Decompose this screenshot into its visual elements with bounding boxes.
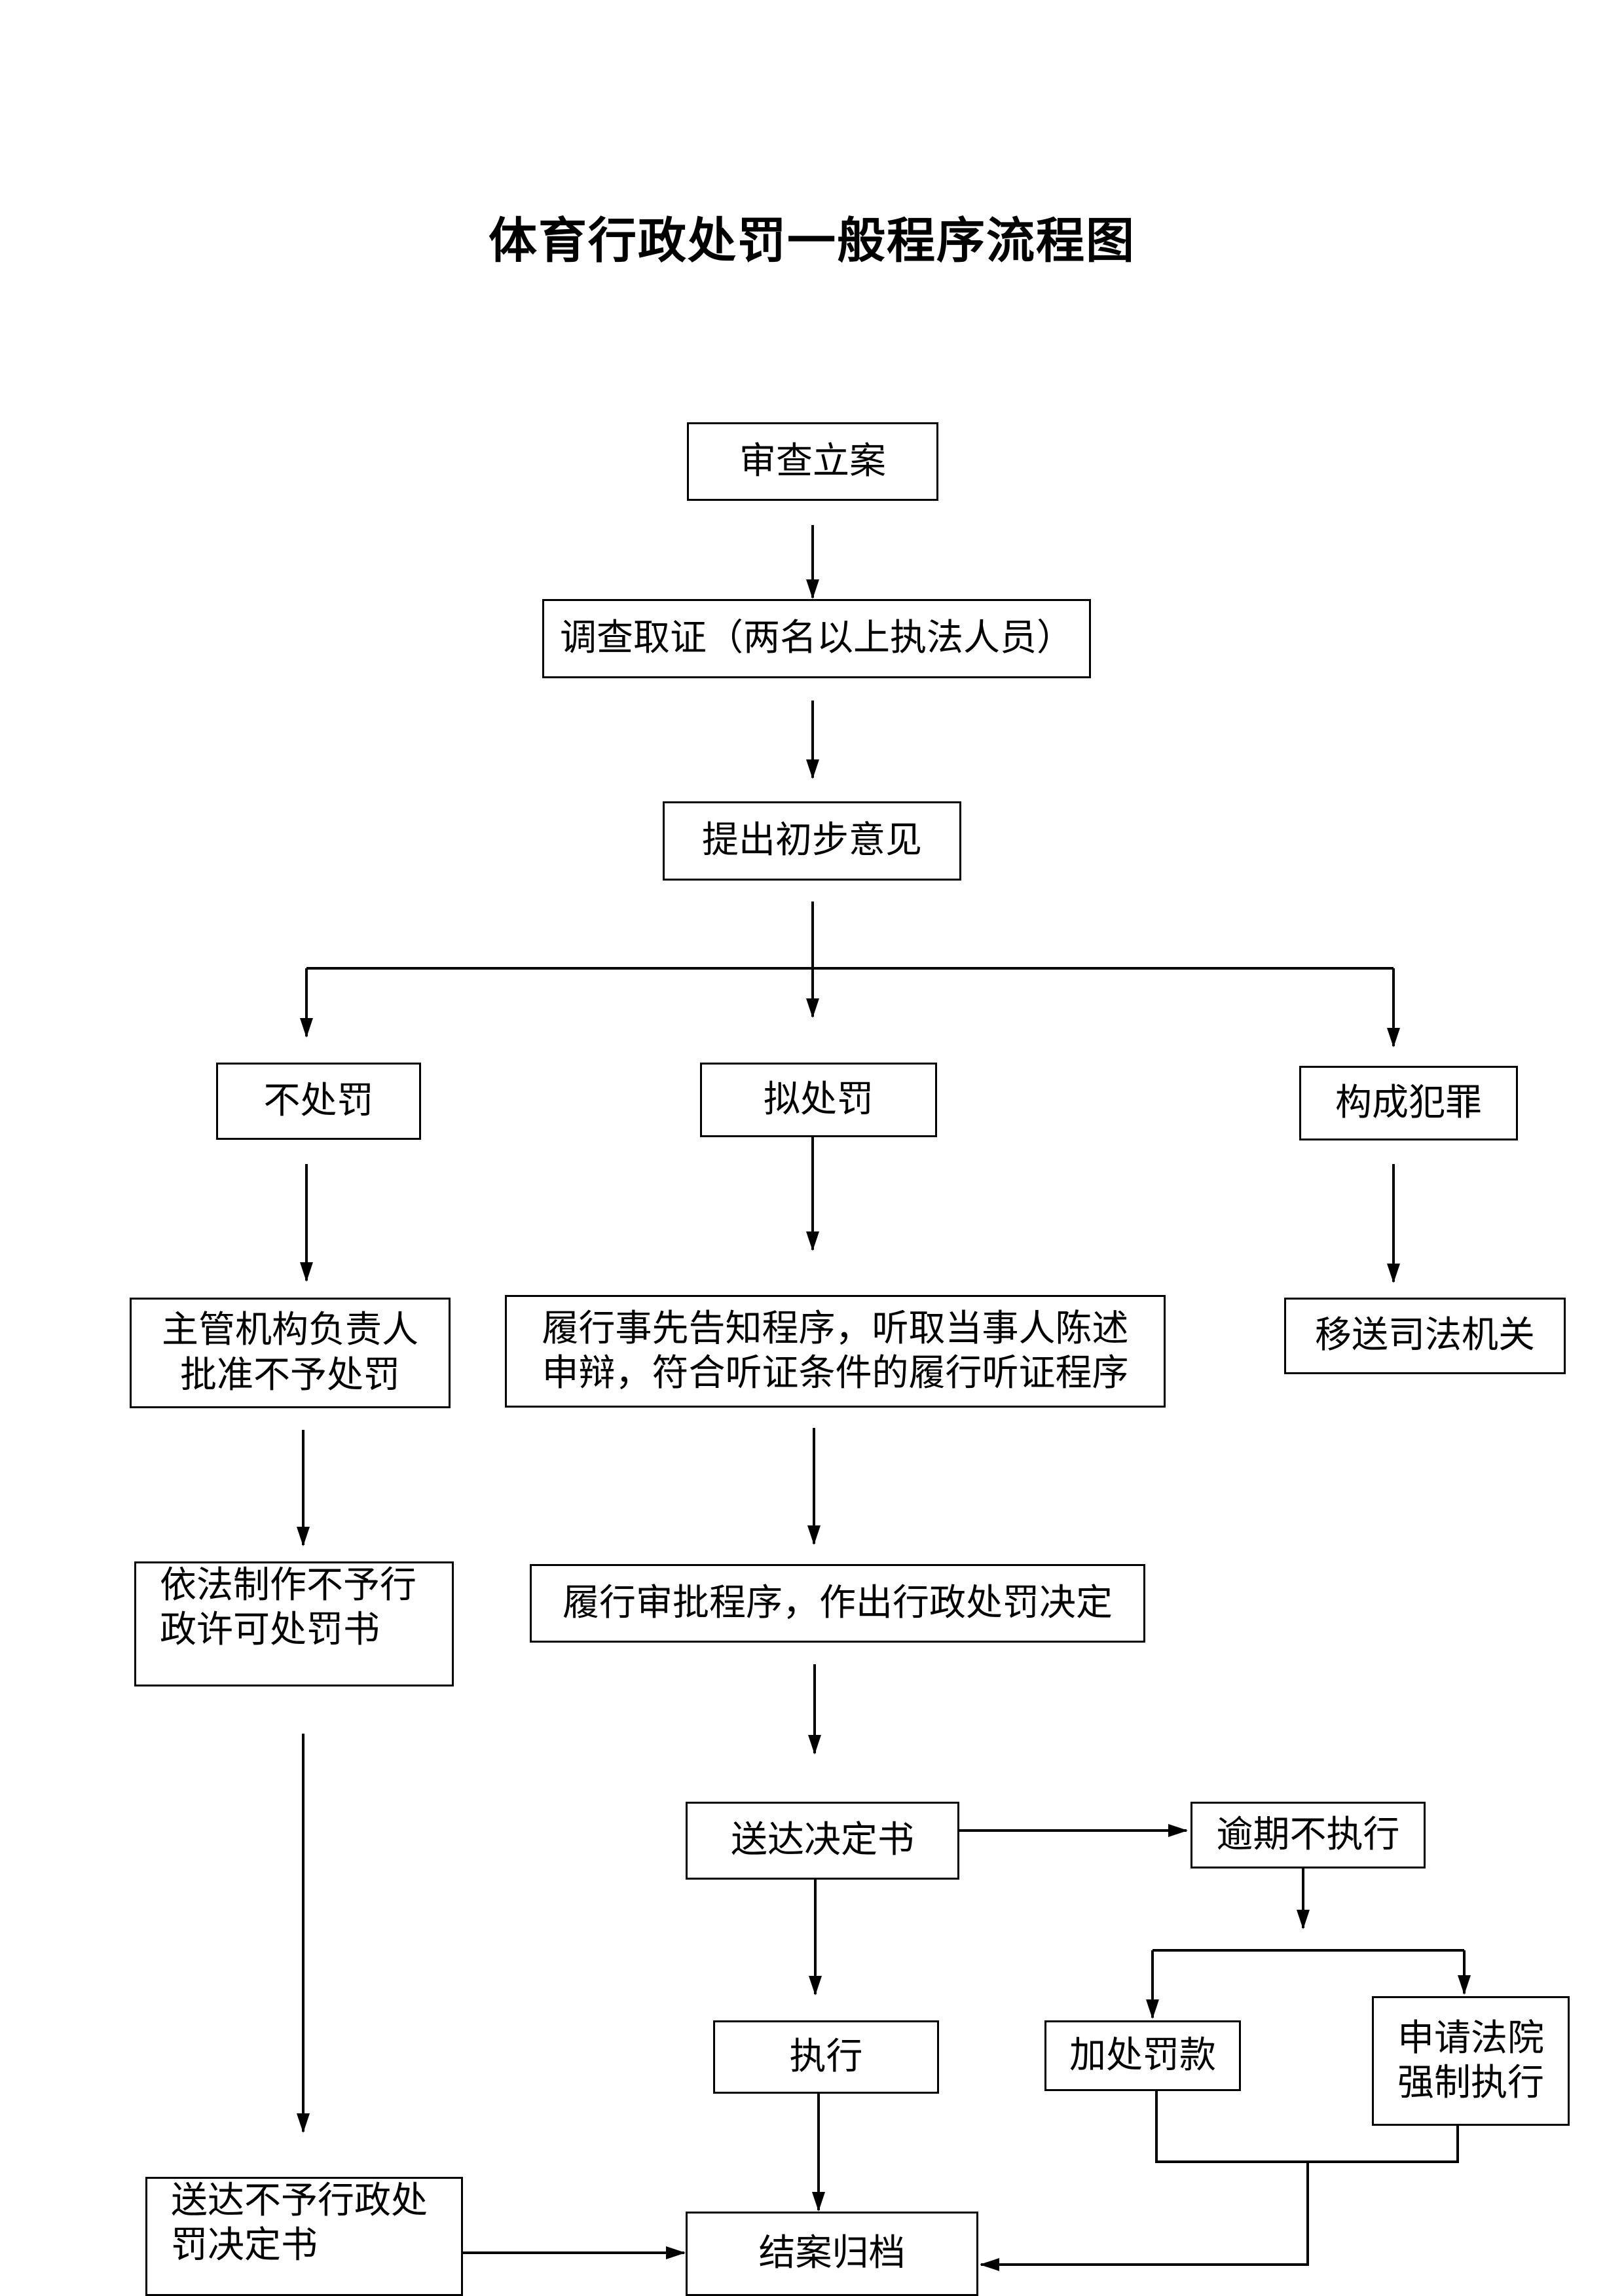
node-approval-procedure: 履行审批程序，作出行政处罚决定 bbox=[530, 1564, 1145, 1643]
node-preliminary-opinion: 提出初步意见 bbox=[663, 801, 961, 881]
node-approve-no-penalty-line-1: 主管机构负责人 bbox=[162, 1309, 418, 1352]
arrow-merge-to-archive bbox=[980, 2162, 1309, 2271]
node-execute: 执行 bbox=[713, 2020, 939, 2094]
node-constitutes-crime-label: 构成犯罪 bbox=[1335, 1081, 1482, 1124]
node-make-document-line-1: 依法制作不予行 bbox=[160, 1564, 416, 1607]
node-approve-no-penalty: 主管机构负责人 批准不予处罚 bbox=[130, 1298, 451, 1408]
node-deliver-no-penalty-line-1: 送达不予行政处 bbox=[171, 2179, 428, 2222]
node-deliver-decision-label: 送达决定书 bbox=[731, 1819, 914, 1862]
node-propose-penalty-label: 拟处罚 bbox=[764, 1078, 874, 1121]
node-notify-procedure-line-1: 履行事先告知程序，听取当事人陈述 bbox=[542, 1307, 1129, 1350]
node-no-penalty-label: 不处罚 bbox=[263, 1079, 374, 1122]
node-constitutes-crime: 构成犯罪 bbox=[1299, 1066, 1518, 1140]
node-court-enforcement: 申请法院 强制执行 bbox=[1372, 1996, 1570, 2126]
node-notify-procedure: 履行事先告知程序，听取当事人陈述 申辩，符合听证条件的履行听证程序 bbox=[505, 1295, 1166, 1408]
node-deliver-no-penalty-line-2: 罚决定书 bbox=[171, 2224, 318, 2267]
node-overdue: 逾期不执行 bbox=[1190, 1802, 1426, 1868]
node-add-fine-label: 加处罚款 bbox=[1069, 2033, 1216, 2077]
node-approve-no-penalty-line-2: 批准不予处罚 bbox=[180, 1353, 400, 1396]
node-review-case: 审查立案 bbox=[687, 422, 938, 501]
node-transfer-judicial-label: 移送司法机关 bbox=[1315, 1314, 1535, 1357]
node-review-case-label: 审查立案 bbox=[739, 439, 886, 483]
node-notify-procedure-line-2: 申辩，符合听证条件的履行听证程序 bbox=[542, 1352, 1129, 1394]
node-court-enforcement-line-2: 强制执行 bbox=[1397, 2062, 1544, 2104]
node-archive: 结案归档 bbox=[686, 2212, 978, 2296]
node-add-fine: 加处罚款 bbox=[1044, 2020, 1241, 2091]
node-preliminary-opinion-label: 提出初步意见 bbox=[702, 819, 922, 862]
node-no-penalty: 不处罚 bbox=[216, 1063, 421, 1140]
node-investigate: 调查取证（两名以上执法人员） bbox=[542, 599, 1091, 678]
node-propose-penalty: 拟处罚 bbox=[700, 1063, 937, 1137]
node-make-document: 依法制作不予行 政许可处罚书 bbox=[134, 1561, 454, 1686]
page-title: 体育行政处罚一般程序流程图 bbox=[489, 213, 1135, 269]
node-make-document-line-2: 政许可处罚书 bbox=[160, 1609, 380, 1652]
node-archive-label: 结案归档 bbox=[758, 2232, 906, 2275]
node-investigate-label: 调查取证（两名以上执法人员） bbox=[560, 617, 1073, 660]
node-overdue-label: 逾期不执行 bbox=[1216, 1813, 1400, 1856]
node-transfer-judicial: 移送司法机关 bbox=[1284, 1298, 1566, 1374]
node-court-enforcement-line-1: 申请法院 bbox=[1397, 2016, 1544, 2060]
node-execute-label: 执行 bbox=[789, 2035, 863, 2078]
node-approval-procedure-label: 履行审批程序，作出行政处罚决定 bbox=[563, 1581, 1113, 1624]
node-deliver-decision: 送达决定书 bbox=[686, 1802, 959, 1880]
node-deliver-no-penalty-decision: 送达不予行政处 罚决定书 bbox=[145, 2177, 463, 2296]
